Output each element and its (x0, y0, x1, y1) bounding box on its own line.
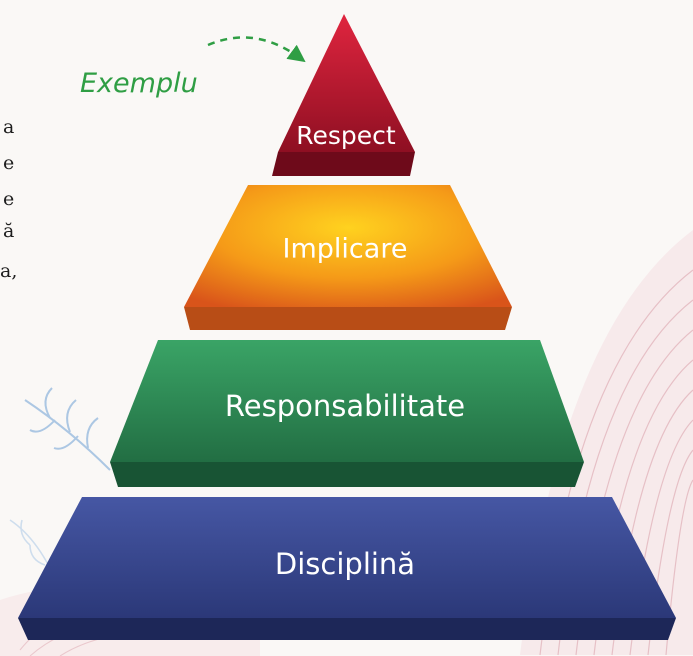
pyramid-level-implicare: Implicare (184, 185, 512, 330)
callout-arrow (207, 36, 306, 63)
cut-off-text-a-breve: ă (3, 220, 15, 242)
level-label-respect: Respect (296, 121, 396, 150)
callout-label: Exemplu (80, 68, 198, 99)
level-label-responsabilitate: Responsabilitate (225, 389, 465, 423)
leaf-sprig-icon (24, 387, 111, 471)
level-label-disciplina: Disciplină (275, 547, 415, 581)
cut-off-text-e2: e (3, 188, 15, 210)
cut-off-text-e1: e (3, 152, 15, 174)
pyramid-level-responsabilitate: Responsabilitate (110, 340, 584, 487)
level-label-implicare: Implicare (283, 234, 408, 265)
pyramid-level-disciplina: Disciplină (18, 497, 676, 640)
cut-off-text-a: a (3, 116, 15, 138)
pyramid-level-respect: Respect (272, 14, 415, 176)
cut-off-text-a-comma: a, (0, 260, 18, 282)
